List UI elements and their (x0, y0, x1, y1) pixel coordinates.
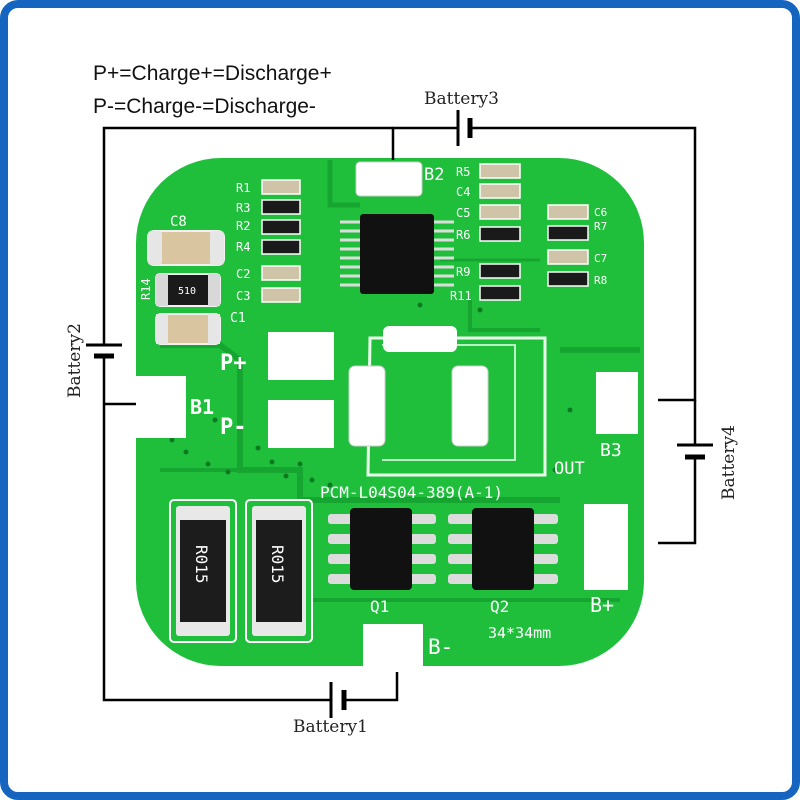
label-c5: C5 (456, 206, 470, 220)
mosfet-q2 (448, 508, 558, 590)
label-c3: C3 (236, 289, 250, 303)
label-b1: B1 (190, 395, 214, 419)
pad-b1 (136, 376, 186, 438)
resistor-r14-end-left (156, 274, 168, 306)
pcb-size: 34*34mm (488, 624, 551, 642)
r14-marking: 510 (178, 286, 196, 297)
small-parts-right (547, 204, 589, 287)
shunt-marking-1: R015 (192, 545, 211, 584)
pad-center-top (383, 326, 457, 352)
wiring (102, 126, 697, 702)
wire-battery3-right (470, 126, 697, 402)
label-b3: B3 (600, 440, 622, 461)
mosfet-q1 (328, 508, 436, 590)
label-r11: R11 (450, 289, 472, 303)
shunt-resistor-1 (169, 499, 237, 643)
wire-battery1-right (344, 672, 399, 702)
wire-battery3-left (391, 126, 458, 160)
pad-p-plus (268, 332, 334, 380)
cap-c1-end-right (208, 314, 220, 344)
shunt-marking-2: R015 (268, 545, 287, 584)
wire-battery4-bottom (658, 457, 697, 545)
legend-line-1: P+=Charge+=Discharge+ (93, 62, 332, 85)
cap-c8-end-left (148, 231, 162, 265)
label-r6: R6 (456, 228, 470, 242)
shunt-resistor-2 (245, 499, 313, 643)
pad-center-left (348, 365, 386, 447)
resistor-r14-end-right (208, 274, 220, 306)
label-p-plus: P+ (220, 351, 247, 376)
wire-battery2-top (102, 126, 393, 345)
label-r5: R5 (456, 165, 470, 179)
battery-symbol-3 (456, 110, 473, 146)
battery-symbol-2 (86, 343, 122, 359)
label-c2: C2 (236, 267, 250, 281)
label-c1: C1 (230, 311, 246, 326)
pad-center-right (451, 365, 489, 447)
label-out: OUT (554, 459, 585, 479)
label-b-plus: B+ (590, 593, 614, 617)
label-r9: R9 (456, 265, 470, 279)
cap-c1-end-left (156, 314, 168, 344)
pad-b-minus (363, 624, 423, 672)
label-b-minus: B- (428, 635, 453, 659)
pad-b2 (355, 161, 423, 197)
pad-b-plus (584, 504, 628, 590)
battery-symbol-4 (677, 443, 713, 460)
pcb-trace (468, 300, 540, 332)
label-battery1: Battery1 (293, 717, 368, 737)
label-battery4: Battery4 (719, 425, 739, 500)
pcb-board: C8 510 R14 C1 R1 R3 R2 R4 C2 C3 (136, 158, 644, 672)
cap-c8-end-right (210, 231, 224, 265)
wire-battery2-bottom (102, 356, 331, 702)
small-parts-left (261, 179, 301, 303)
pcb-model: PCM-L04S04-389(A-1) (320, 483, 503, 502)
label-r2: R2 (236, 219, 250, 233)
pcb-trace (327, 160, 360, 208)
label-r1: R1 (236, 181, 250, 195)
pad-p-minus (268, 400, 334, 448)
label-q2: Q2 (490, 597, 509, 616)
label-r7: R7 (594, 220, 607, 233)
label-c6: C6 (594, 206, 607, 219)
legend-line-2: P-=Charge-=Discharge- (93, 95, 316, 118)
label-c8: C8 (170, 214, 187, 230)
label-r4: R4 (236, 240, 250, 254)
label-c4: C4 (456, 185, 470, 199)
battery-symbol-1 (329, 682, 347, 718)
label-r3: R3 (236, 201, 250, 215)
label-r14: R14 (139, 278, 153, 300)
label-b2: B2 (424, 165, 444, 185)
label-r8: R8 (594, 274, 607, 287)
small-parts-mid-right (479, 163, 521, 301)
pad-b3 (596, 372, 638, 434)
label-p-minus: P- (220, 415, 247, 440)
main-ic (340, 214, 454, 294)
label-battery2: Battery2 (65, 323, 85, 398)
label-q1: Q1 (370, 597, 389, 616)
label-c7: C7 (594, 252, 607, 265)
label-battery3: Battery3 (424, 89, 499, 109)
